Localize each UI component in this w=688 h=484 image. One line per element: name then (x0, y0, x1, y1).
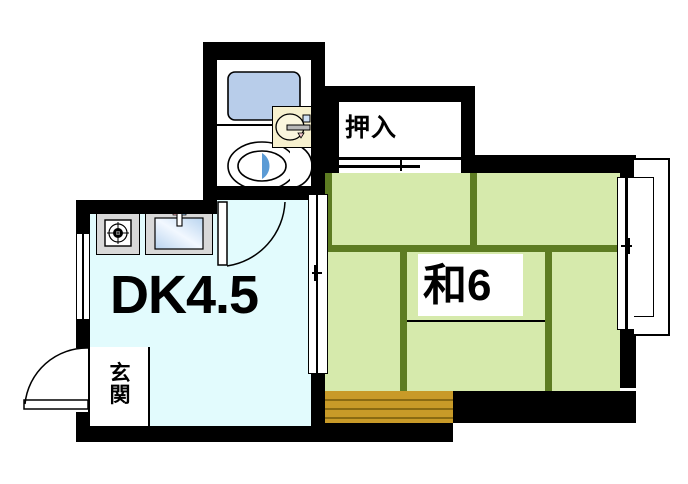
genkan-char-2: 関 (109, 384, 131, 408)
dk-left-window-mullion (82, 233, 84, 320)
room-floor-genkan (88, 347, 150, 440)
room-label-washitsu: 和6 (423, 261, 492, 310)
fusuma-handle (312, 272, 322, 274)
wall-dk-left-upper (76, 200, 90, 233)
tatami-seam-left-edge (325, 173, 332, 245)
wall-bathroom-right (311, 42, 325, 172)
wall-closet-left (325, 86, 339, 173)
wall-dk-left-lower (76, 320, 90, 348)
tatami-seam-upper-vertical (470, 173, 477, 245)
bathroom-swing-door[interactable] (215, 200, 315, 272)
genkan-char-1: 玄 (109, 362, 131, 385)
wall-washitsu-top-right (461, 155, 636, 173)
bathroom-partition-line (215, 124, 313, 126)
wall-genkan-left (76, 412, 90, 442)
wall-washitsu-bottom-right (453, 391, 636, 423)
closet-sliding-door-line (325, 165, 420, 168)
balcony-inner-outline (634, 177, 654, 317)
fusuma-panel-line (316, 194, 318, 374)
wall-bathroom-top (203, 42, 325, 60)
room-label-washitsu-bg (418, 254, 523, 316)
closet-sliding-door-line (329, 157, 469, 160)
wood-plank-line (325, 399, 453, 401)
bathtub (219, 62, 313, 124)
room-label-genkan: 玄 関 (108, 362, 132, 408)
tatami-seam-lower-left-vertical (400, 252, 407, 391)
wall-washitsu-right-upper (620, 155, 636, 177)
wall-closet-top (325, 86, 475, 102)
kitchen-sink (145, 209, 213, 255)
tatami-seam-lower-right-vertical (545, 252, 552, 391)
balcony-window-mullion (625, 177, 628, 330)
balcony-window-handle-stem (628, 238, 630, 254)
closet-sliding-door-handle (400, 149, 402, 171)
tatami-thin-line (407, 320, 545, 322)
sliding-door-dk-washitsu[interactable] (308, 194, 328, 374)
wood-plank-line (325, 417, 453, 419)
fusuma-handle-stem (314, 265, 316, 281)
room-label-closet: 押入 (345, 114, 398, 142)
wall-washitsu-right-lower (620, 330, 636, 388)
entrance-swing-door[interactable] (23, 342, 92, 414)
wood-plank-line (325, 408, 453, 410)
gas-stove (96, 211, 140, 255)
wall-dk-bottom (76, 426, 325, 442)
wall-washitsu-bottom-left-step (311, 423, 453, 442)
wall-dk-top-left (76, 200, 217, 214)
room-label-dk: DK4.5 (110, 265, 259, 325)
wall-dk-right-top (311, 172, 325, 194)
tatami-seam-horizontal (325, 245, 620, 252)
balcony-window-handle (621, 245, 632, 247)
wall-bathroom-left (203, 42, 217, 202)
wall-bathroom-bottom (217, 186, 313, 200)
room-label-closet-bg (339, 102, 461, 157)
wash-basin (272, 106, 314, 148)
